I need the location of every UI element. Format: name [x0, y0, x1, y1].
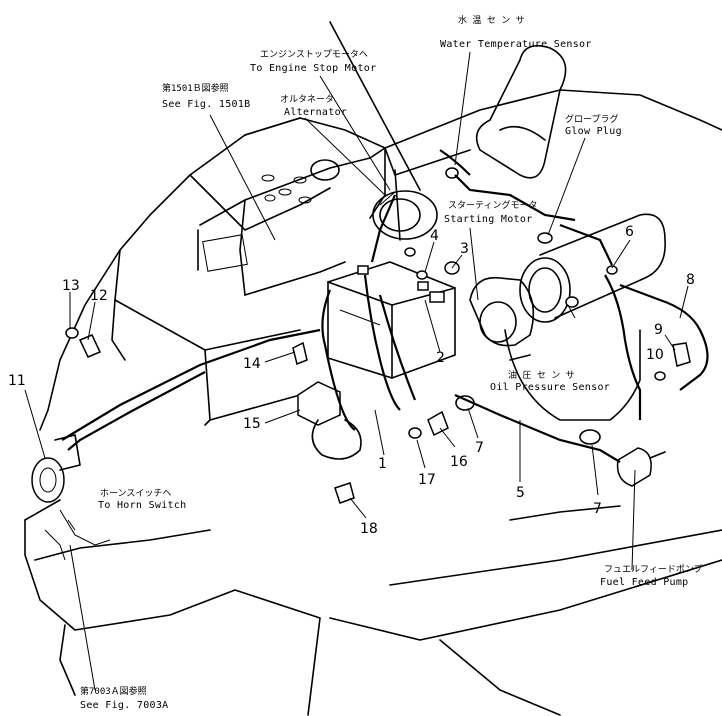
alternator-label-en: Alternator: [284, 107, 347, 118]
fig7003-label-jp: 第7003Ａ図参照: [80, 685, 147, 697]
leader-lines: [24, 51, 689, 691]
callout-7a: 7: [475, 440, 484, 456]
engine: [372, 44, 666, 421]
fuel-pump-label-jp: フュエルフィードポンプ: [604, 564, 703, 575]
callout-3: 3: [460, 241, 469, 257]
callout-12: 12: [90, 288, 108, 304]
callout-13: 13: [62, 278, 80, 294]
callout-9: 9: [654, 322, 663, 338]
water-temp-label-jp: 水 温 セ ン サ: [458, 14, 525, 26]
fig1501-label-en: See Fig. 1501B: [162, 99, 251, 110]
parts: [31, 167, 691, 504]
glow-plug-label-jp: グロープラグ: [565, 113, 618, 125]
callout-2: 2: [436, 350, 445, 366]
callout-numbers: 1 2 3 4 5 6 7 7 8 9 10 11 12 13 14 15 16…: [8, 224, 695, 537]
callout-6: 6: [625, 224, 634, 240]
oil-pressure-label-en: Oil Pressure Sensor: [490, 382, 610, 393]
wiring-harness: [44, 149, 709, 561]
callout-11: 11: [8, 373, 26, 389]
oil-pressure-label-jp: 油 圧 セ ン サ: [508, 369, 575, 381]
starting-motor-label-en: Starting Motor: [444, 214, 533, 225]
callout-18: 18: [360, 521, 378, 537]
engine-stop-label-jp: エンジンストップモータヘ: [260, 49, 368, 60]
alternator-label-jp: オルタネータ: [280, 94, 334, 105]
fig1501-label-jp: 第1501Ｂ図参照: [162, 82, 229, 94]
glow-plug-label-en: Glow Plug: [565, 126, 622, 137]
fig7003-label-en: See Fig. 7003A: [80, 700, 169, 711]
callout-14: 14: [243, 356, 261, 372]
callout-17: 17: [418, 472, 436, 488]
callout-5: 5: [516, 485, 525, 501]
engine-stop-label-en: To Engine Stop Motor: [250, 63, 376, 74]
callout-10: 10: [646, 347, 664, 363]
part-labels: エンジンストップモータヘ To Engine Stop Motor 水 温 セ …: [80, 14, 703, 711]
callout-16: 16: [450, 454, 468, 470]
water-temp-label-en: Water Temperature Sensor: [440, 39, 592, 50]
starting-motor-label-jp: スターティングモータ: [448, 199, 537, 211]
horn-switch-label-jp: ホーンスイッチヘ: [100, 488, 171, 499]
callout-4: 4: [430, 228, 439, 244]
fuel-pump-label-en: Fuel Feed Pump: [600, 577, 689, 588]
callout-7b: 7: [593, 501, 602, 517]
callout-8: 8: [686, 272, 695, 288]
callout-1: 1: [378, 456, 387, 472]
callout-15: 15: [243, 416, 261, 432]
horn-switch-label-en: To Horn Switch: [98, 500, 187, 511]
